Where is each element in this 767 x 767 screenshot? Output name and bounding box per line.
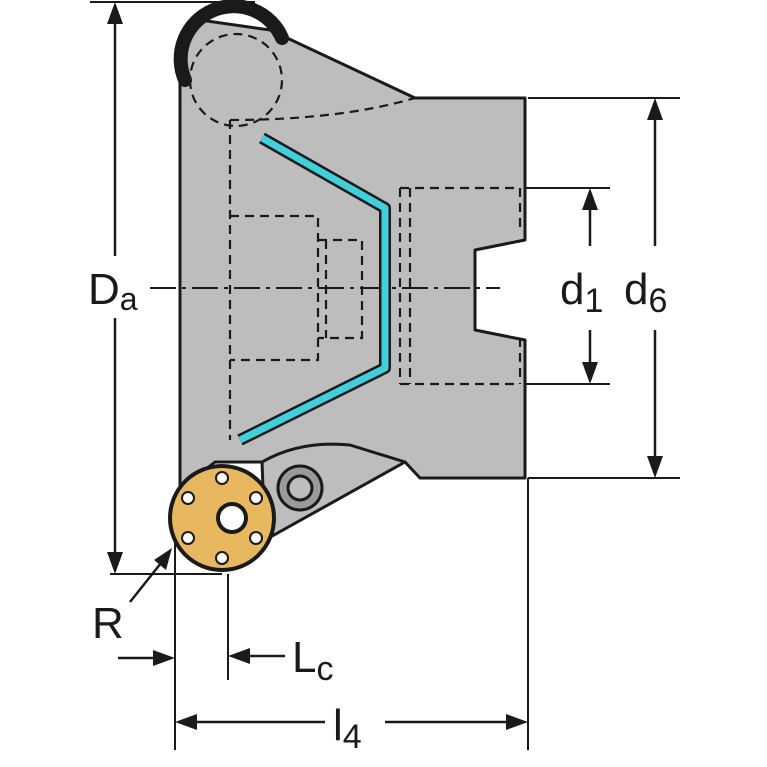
label-d6-main: d <box>624 265 648 314</box>
insert-center-hole <box>216 502 248 534</box>
label-da: Da <box>88 265 138 317</box>
label-d6: d6 <box>624 265 667 320</box>
label-l4-sub: 4 <box>343 718 362 756</box>
cutter-body <box>178 18 527 492</box>
label-lc-sub: c <box>316 650 333 688</box>
label-da-sub: a <box>120 281 138 317</box>
label-d1-main: d <box>560 265 584 314</box>
arrowheads <box>107 2 663 730</box>
extension-lines <box>90 1 680 750</box>
top-insert-arc <box>173 0 289 87</box>
label-l4: l4 <box>333 701 362 756</box>
label-d6-sub: 6 <box>648 282 667 320</box>
label-d1-sub: 1 <box>584 282 603 320</box>
label-l4-main: l <box>333 701 343 750</box>
label-r: R <box>92 599 124 648</box>
insert-holes <box>181 471 263 565</box>
label-lc: Lc <box>292 633 333 688</box>
clamp-screw-inner <box>286 474 314 502</box>
coolant-channel <box>238 134 389 444</box>
label-lc-main: L <box>292 633 316 682</box>
label-d1: d1 <box>560 265 603 320</box>
label-da-main: D <box>88 265 120 314</box>
